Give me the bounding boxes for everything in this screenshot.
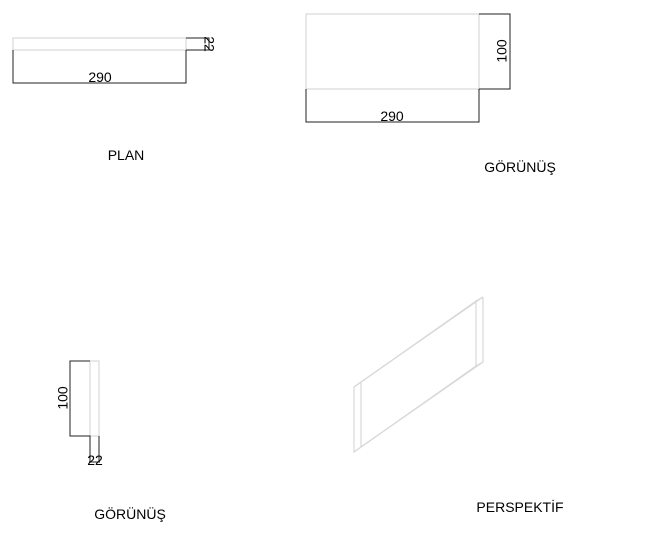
plan-depth-dimension: [186, 37, 210, 51]
side-height-label: 100: [55, 386, 71, 410]
front-width-dimension: [305, 89, 480, 123]
perspective-view: PERSPEKTİF: [353, 296, 564, 515]
front-title: GÖRÜNÜŞ: [484, 158, 556, 175]
front-height-label: 100: [494, 39, 510, 63]
front-outline: [305, 13, 480, 90]
side-height-dimension: [69, 360, 91, 462]
plan-depth-label: 22: [201, 36, 217, 52]
perspective-edges: [353, 296, 484, 453]
front-view: 100 290 GÖRÜNÜŞ: [305, 13, 556, 175]
side-title: GÖRÜNÜŞ: [94, 505, 166, 522]
side-view: 100 22 GÖRÜNÜŞ: [55, 360, 166, 522]
plan-width-label: 290: [88, 69, 112, 85]
perspective-title: PERSPEKTİF: [476, 498, 563, 515]
perspective-front-face: [353, 299, 477, 454]
plan-view: 290 22 PLAN: [12, 36, 217, 163]
plan-title: PLAN: [108, 147, 145, 163]
front-height-dimension: [479, 13, 511, 90]
front-width-label: 290: [380, 108, 404, 124]
plan-outline: [12, 37, 187, 51]
side-outline: [89, 360, 100, 437]
side-depth-dimension: [89, 436, 100, 463]
plan-width-dimension: [12, 50, 187, 84]
side-depth-label: 22: [87, 452, 103, 468]
